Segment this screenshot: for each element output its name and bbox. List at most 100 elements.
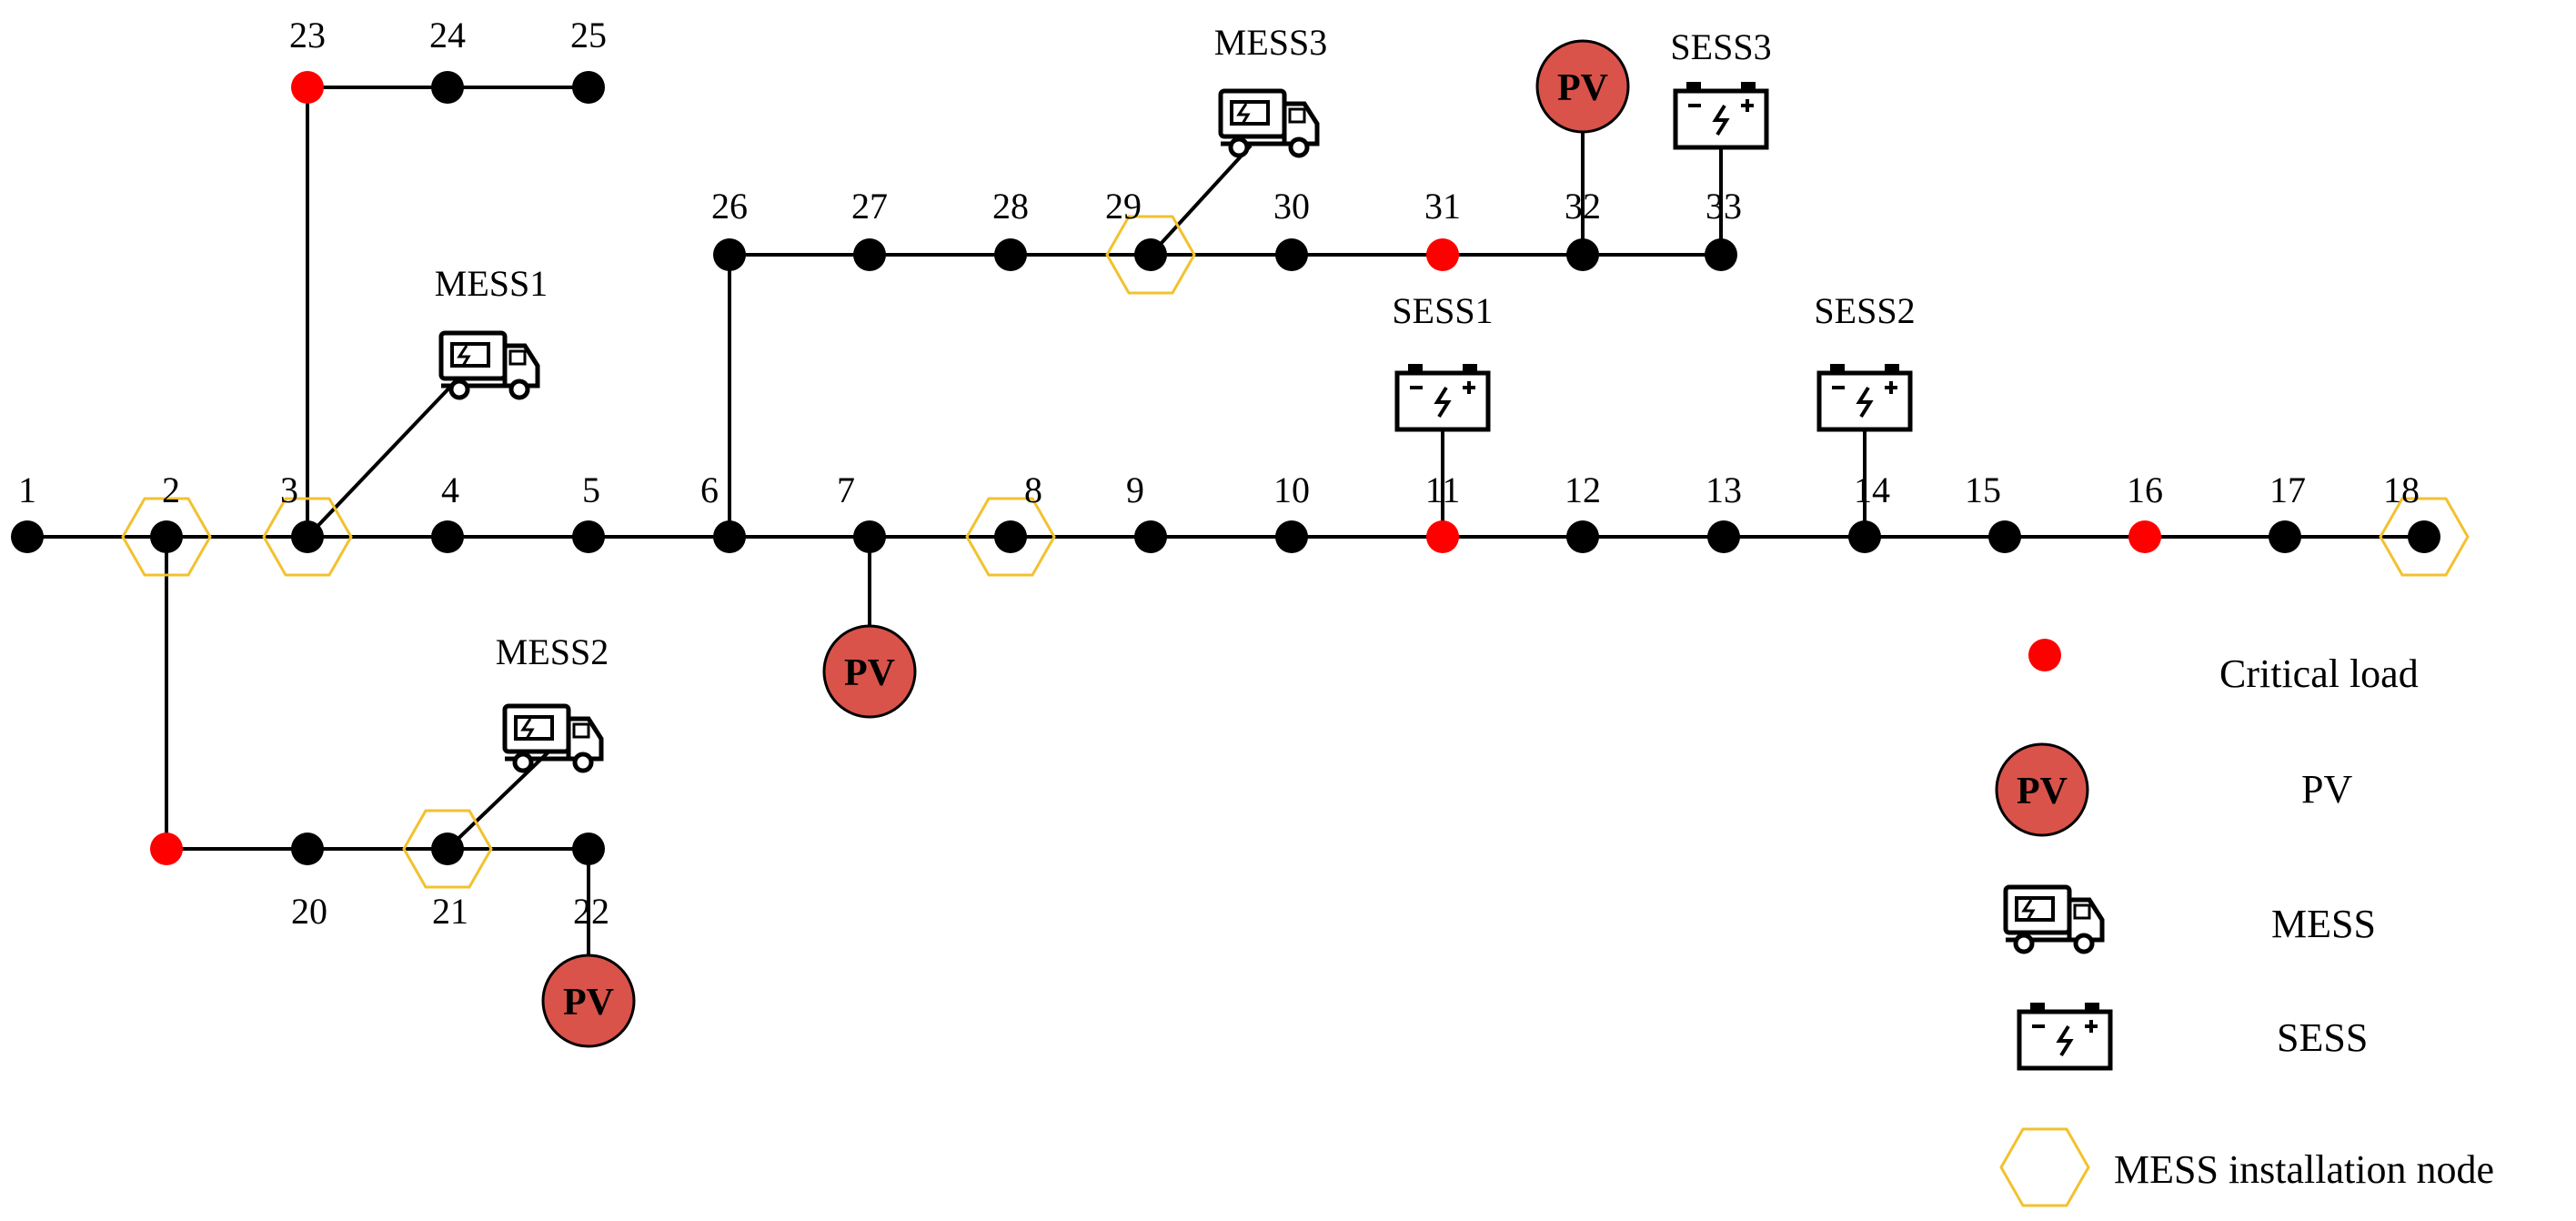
node-label-20: 20 [291,891,327,932]
bus-node-20 [291,832,324,865]
sess-units: SESS1 SESS2 SESS3 [1392,26,1916,429]
node-label-5: 5 [582,469,600,510]
bus-node-25 [572,71,605,104]
legend-mess: MESS [2271,902,2376,946]
bus-node-9 [1134,520,1167,553]
bus-node-5 [572,520,605,553]
bus-node-18 [2408,520,2440,553]
hexagon-icon [1999,1127,2090,1207]
node-label-11: 11 [1425,469,1461,510]
node-label-12: 12 [1565,469,1601,510]
mess3-label: MESS3 [1214,22,1328,63]
node-label-16: 16 [2127,469,2163,510]
pv-units: PV PV PV [541,39,1630,1048]
pv-label: PV [844,652,895,694]
node-label-14: 14 [1854,469,1890,510]
battery-icon [2019,1003,2110,1068]
node-label-8: 8 [1024,469,1042,510]
truck-battery-icon [2006,887,2102,952]
legend-pv: PV [2301,767,2352,812]
bus-node-26 [713,238,746,271]
bus-node-2 [150,520,183,553]
pv-circle-icon [1995,742,2089,837]
critical-load-node-11 [1426,520,1459,553]
bus-node-10 [1275,520,1308,553]
bus-node-8 [994,520,1027,553]
bus-node-27 [853,238,886,271]
truck-battery-icon [1221,91,1317,156]
bus-node-30 [1275,238,1308,271]
bus-node-1 [11,520,44,553]
bus-node-15 [1988,520,2021,553]
legend: Critical load PV PV MESS SESS MESS insta… [1995,639,2494,1207]
bus-node-21 [431,832,464,865]
bus-node-6 [713,520,746,553]
node-label-21: 21 [432,891,468,932]
node-label-26: 26 [711,186,748,227]
node-label-6: 6 [700,469,719,510]
bus-node-17 [2269,520,2301,553]
node-label-27: 27 [851,186,888,227]
mess-units: MESS1 MESS2 MESS3 [435,22,1328,771]
node-label-30: 30 [1273,186,1310,227]
critical-load-node-16 [2128,520,2161,553]
pv-circle-icon [541,954,636,1048]
node-label-25: 25 [570,15,607,56]
node-labels: 1 2 3 4 5 6 7 8 9 10 11 12 13 14 15 16 1… [18,15,2420,932]
legend-pv-symbol: PV [2017,771,2068,812]
node-label-7: 7 [837,469,855,510]
node-label-31: 31 [1424,186,1461,227]
node-label-1: 1 [18,469,36,510]
node-label-13: 13 [1706,469,1742,510]
mess1-label: MESS1 [435,263,548,304]
bus-node-13 [1707,520,1740,553]
critical-load-node-19 [150,832,183,865]
bus-node-14 [1848,520,1881,553]
bus-node-29 [1134,238,1167,271]
bus-node-28 [994,238,1027,271]
node-label-4: 4 [441,469,459,510]
mess2-label: MESS2 [496,631,609,672]
pv-circle-icon [1535,39,1630,134]
pv-label: PV [563,982,614,1024]
node-label-18: 18 [2383,469,2420,510]
node-label-24: 24 [429,15,466,56]
node-label-2: 2 [162,469,180,510]
node-label-22: 22 [573,891,609,932]
bus-node-24 [431,71,464,104]
pv-circle-icon [822,624,917,719]
sess1-label: SESS1 [1392,290,1493,331]
bus-node-32 [1566,238,1599,271]
critical-load-node-23 [291,71,324,104]
bus-nodes [11,71,2440,865]
bus-node-22 [572,832,605,865]
battery-icon [1397,364,1488,429]
critical-load-legend-icon [2028,639,2061,671]
node-label-33: 33 [1706,186,1742,227]
node-label-32: 32 [1565,186,1601,227]
critical-load-node-31 [1426,238,1459,271]
truck-battery-icon [505,706,601,771]
sess2-label: SESS2 [1814,290,1915,331]
truck-battery-icon [441,333,538,398]
bus-node-3 [291,520,324,553]
node-label-28: 28 [992,186,1029,227]
bus-node-33 [1705,238,1737,271]
node-label-3: 3 [280,469,298,510]
legend-critical-load: Critical load [2219,651,2419,696]
node-label-9: 9 [1126,469,1144,510]
legend-sess: SESS [2277,1015,2368,1060]
battery-icon [1819,364,1910,429]
bus-node-12 [1566,520,1599,553]
node-label-29: 29 [1105,186,1142,227]
node-label-10: 10 [1273,469,1310,510]
legend-mess-installation-node: MESS installation node [2114,1147,2494,1192]
pv-label: PV [1557,67,1608,109]
node-label-17: 17 [2269,469,2306,510]
node-label-15: 15 [1965,469,2001,510]
battery-icon [1675,82,1766,147]
sess3-label: SESS3 [1670,26,1771,67]
bus-node-4 [431,520,464,553]
node-label-23: 23 [289,15,326,56]
